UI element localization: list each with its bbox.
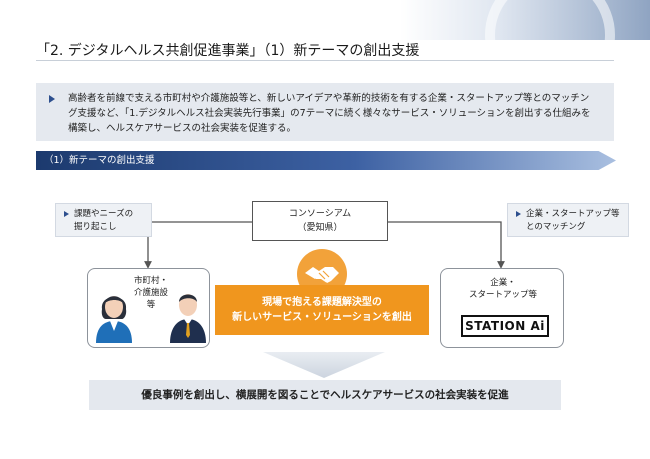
municipality-card: 市町村・ 介護施設 等 <box>87 268 210 348</box>
municipality-label: 市町村・ 介護施設 等 <box>133 276 168 310</box>
male-person-icon <box>170 294 206 343</box>
consortium-line1: コンソーシアム <box>288 209 352 219</box>
female-person-icon <box>96 296 132 343</box>
intro-text: 高齢者を前線で支える市町村や介護施設等と、新しいアイデアや革新的技術を有する企業… <box>68 93 591 134</box>
solution-line1: 現場で抱える課題解決型の <box>262 297 382 308</box>
right-arrow <box>388 221 505 269</box>
right-note-line1: 企業・スタートアップ等 <box>526 209 620 219</box>
right-note-line2: とのマッチング <box>526 222 586 232</box>
left-note-line1: 課題やニーズの <box>74 209 134 219</box>
right-note: 企業・スタートアップ等 とのマッチング <box>507 203 629 237</box>
consortium-line2: （愛知県） <box>297 223 343 233</box>
header-decoration <box>400 0 650 40</box>
left-note-line2: 掘り起こし <box>74 222 117 232</box>
bullet-triangle-icon <box>49 95 55 103</box>
page-title: 「2. デジタルヘルス共創促進事業」（1）新テーマの創出支援 <box>36 43 420 59</box>
company-label: 企業・ スタートアップ等 <box>468 278 537 300</box>
consortium-box: コンソーシアム （愛知県） <box>252 201 388 241</box>
company-card: 企業・ スタートアップ等 STATION Ai <box>440 268 564 348</box>
solution-line2: 新しいサービス・ソリューションを創出 <box>232 312 412 323</box>
left-note: 課題やニーズの 掘り起こし <box>55 203 152 237</box>
intro-box: 高齢者を前線で支える市町村や介護施設等と、新しいアイデアや革新的技術を有する企業… <box>36 83 614 141</box>
left-arrow <box>144 221 252 269</box>
station-ai-logo: STATION Ai <box>461 315 549 337</box>
down-chevron-arrow <box>263 352 385 378</box>
bullet-triangle-icon <box>516 211 521 217</box>
conclusion-box: 優良事例を創出し、横展開を図ることでヘルスケアサービスの社会実装を促進 <box>89 380 561 410</box>
bullet-triangle-icon <box>64 211 69 217</box>
section-header: （1）新テーマの創出支援 <box>36 151 616 170</box>
solution-box: 現場で抱える課題解決型の 新しいサービス・ソリューションを創出 <box>215 285 429 335</box>
title-divider <box>36 60 614 61</box>
